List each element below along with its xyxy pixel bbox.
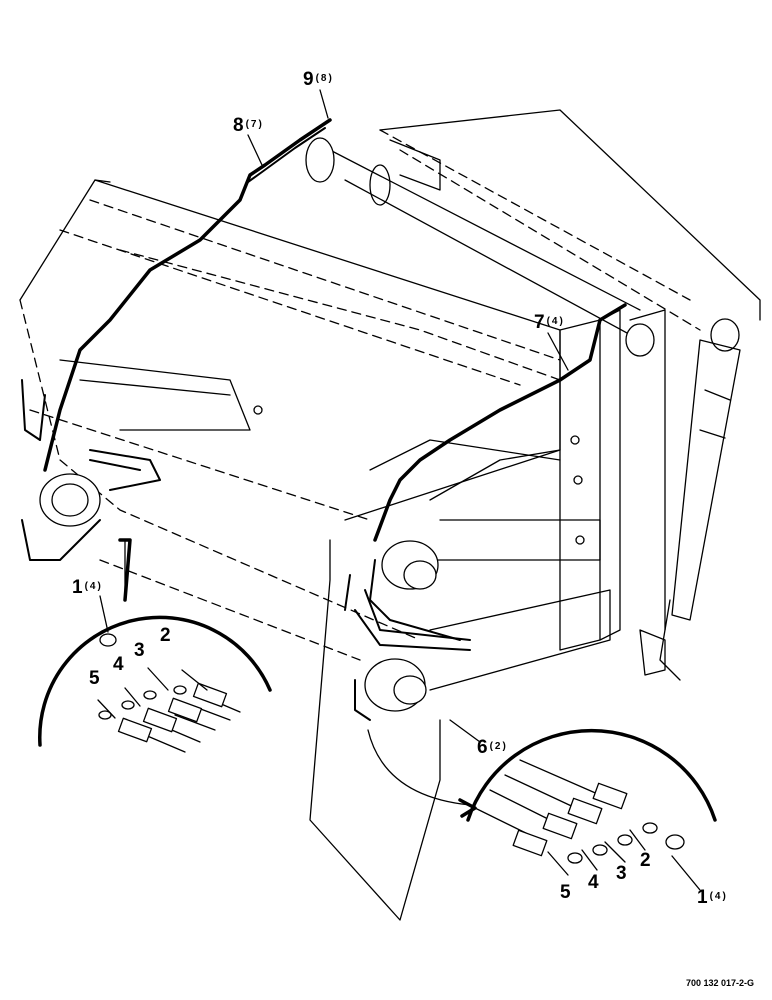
right-detail-circle (367, 728, 717, 864)
callout-8: 8(7) (233, 115, 264, 136)
hydraulic-lines (21, 118, 627, 721)
callout-4-right: 4 (588, 872, 599, 893)
callout-7: 7(4) (534, 312, 565, 333)
callout-3-right: 3 (616, 863, 627, 884)
left-fittings (98, 633, 241, 753)
front-panel (309, 439, 611, 921)
right-post (559, 309, 740, 651)
right-fittings (474, 759, 685, 864)
pivot-bearings (364, 540, 439, 712)
callout-3-left: 3 (134, 640, 145, 661)
callout-5-right: 5 (560, 882, 571, 903)
leader-lines (97, 89, 701, 891)
figure-id: 700 132 017-2-G (685, 978, 754, 988)
upper-shaft (305, 137, 641, 341)
callout-5-left: 5 (89, 668, 100, 689)
left-arm (39, 359, 263, 527)
callout-4-left: 4 (113, 654, 124, 675)
left-detail-circle (38, 538, 272, 753)
housing-panel (19, 109, 761, 661)
callout-1-left: 1(4) (72, 577, 103, 598)
callout-6: 6(2) (477, 737, 508, 758)
callout-9: 9(8) (303, 69, 334, 90)
callout-2-left: 2 (160, 625, 171, 646)
hydraulic-cylinder (639, 339, 741, 681)
callout-1-right: 1(4) (697, 887, 728, 908)
callout-2-right: 2 (640, 850, 651, 871)
